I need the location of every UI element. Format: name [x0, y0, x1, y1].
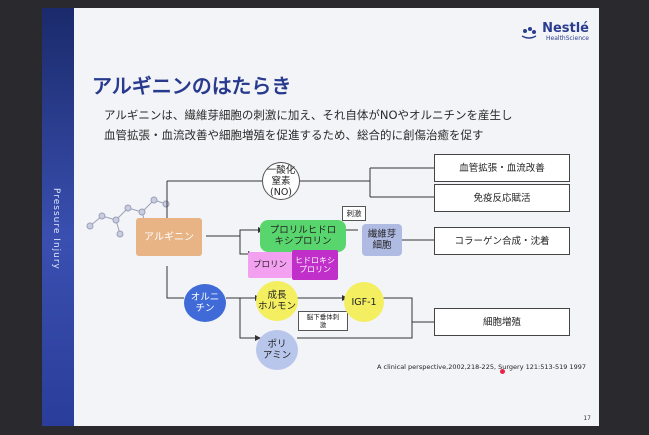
arginine-label: アルギニン	[144, 231, 194, 243]
description-line-2: 血管拡張・血流改善や細胞増殖を促進するため、総合的に創傷治癒を促す	[104, 128, 484, 142]
fibroblast-label-2: 細胞	[372, 240, 392, 251]
ornithine-label-2: チン	[195, 303, 215, 314]
ornithine-node: オルニ チン	[184, 284, 226, 322]
prolyl-label-1: プロリルヒドロ	[269, 225, 337, 236]
stimulus-label: 刺激	[346, 209, 362, 218]
pituitary-label-2: 激	[319, 321, 327, 329]
logo-brand: Nestlé	[542, 21, 589, 36]
arginine-box: アルギニン	[136, 218, 202, 256]
ornithine-label-1: オルニ	[190, 292, 220, 303]
no-label-1: 一酸化	[266, 164, 296, 176]
outcome-vasodilation-label: 血管拡張・血流改善	[459, 162, 545, 174]
citation: A clinical perspective,2002,218-225, Sur…	[377, 363, 586, 371]
fibroblast-node: 繊維芽 細胞	[362, 224, 402, 256]
outcome-immune-label: 免疫反応賦活	[473, 192, 531, 204]
stimulus-tag: 刺激	[342, 206, 366, 221]
proline-label: プロリン	[252, 259, 287, 270]
description-line-1: アルギニンは、繊維芽細胞の刺激に加え、それ自体がNOやオルニチンを産生し	[104, 108, 513, 122]
nitric-oxide-node: 一酸化 窒素 (NO)	[262, 162, 300, 200]
fibroblast-label-1: 繊維芽	[367, 229, 397, 240]
growth-hormone-node: 成長 ホルモン	[256, 281, 298, 321]
sidebar: Pressure Injury	[42, 8, 74, 426]
outcome-collagen-label: コラーゲン合成・沈着	[454, 235, 550, 247]
outcome-vasodilation: 血管拡張・血流改善	[434, 154, 570, 182]
outcome-immune: 免疫反応賦活	[434, 184, 570, 212]
growth-hormone-label-2: ホルモン	[257, 301, 296, 312]
polyamine-label-1: ポリ	[267, 339, 287, 350]
growth-hormone-label-1: 成長	[267, 290, 287, 301]
logo-sub: HealthScience	[546, 35, 589, 42]
outcome-proliferation-label: 細胞増殖	[482, 316, 521, 328]
outcome-collagen: コラーゲン合成・沈着	[434, 227, 570, 255]
no-label-3: (NO)	[270, 186, 292, 198]
igf1-node: IGF-1	[344, 282, 384, 322]
pituitary-label-1: 脳下垂体刺	[306, 313, 340, 321]
proline-node: プロリン	[248, 252, 292, 278]
prolyl-label-2: キシプロリン	[274, 236, 332, 247]
pituitary-stimulus-tag: 脳下垂体刺 激	[298, 311, 348, 331]
hydroxyproline-label-1: ヒドロキシ	[295, 256, 335, 265]
page-number: 17	[583, 415, 591, 422]
igf1-label: IGF-1	[351, 296, 377, 308]
polyamine-label-2: アミン	[262, 350, 292, 361]
laser-pointer-dot	[500, 369, 505, 374]
hydroxyproline-label-2: プロリン	[299, 265, 331, 274]
description: アルギニンは、繊維芽細胞の刺激に加え、それ自体がNOやオルニチンを産生し 血管拡…	[104, 105, 574, 145]
nestle-logo: Nestlé HealthScience	[521, 21, 589, 42]
bird-nest-icon	[521, 27, 537, 39]
prolyl-hydroxyproline-node: プロリルヒドロ キシプロリン	[260, 220, 346, 252]
hydroxyproline-node: ヒドロキシ プロリン	[292, 250, 338, 280]
page-title: アルギニンのはたらき	[92, 74, 292, 98]
polyamine-node: ポリ アミン	[256, 330, 298, 370]
no-label-2: 窒素	[271, 175, 291, 187]
outcome-proliferation: 細胞増殖	[434, 308, 570, 336]
slide: Pressure Injury Nestlé HealthScience アルギ…	[42, 8, 599, 426]
sidebar-label: Pressure Injury	[51, 188, 61, 270]
